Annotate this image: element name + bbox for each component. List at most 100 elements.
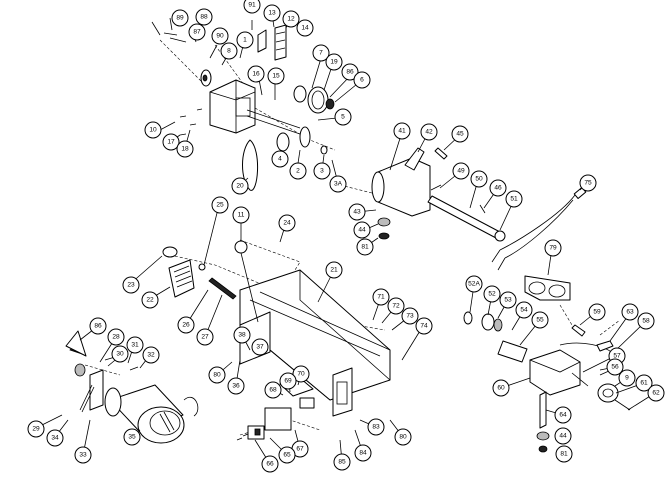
svg-text:2: 2 [296, 168, 300, 175]
label-26: 26 [177, 316, 195, 334]
label-58: 58 [637, 312, 655, 330]
svg-text:6: 6 [360, 77, 364, 84]
svg-text:23: 23 [127, 282, 135, 289]
label-35: 35 [123, 428, 141, 446]
banjo-spindle [463, 311, 528, 363]
svg-text:35: 35 [128, 434, 136, 441]
svg-text:25: 25 [216, 202, 224, 209]
svg-text:74: 74 [420, 323, 428, 330]
svg-text:58: 58 [642, 318, 650, 325]
label-24: 24 [278, 214, 296, 232]
svg-text:87: 87 [193, 29, 201, 36]
svg-text:65: 65 [283, 452, 291, 459]
svg-text:15: 15 [272, 73, 280, 80]
svg-text:7: 7 [319, 50, 323, 57]
svg-text:81: 81 [560, 451, 568, 458]
svg-text:90: 90 [216, 33, 224, 40]
label-22: 22 [141, 291, 159, 309]
label-5: 5 [334, 108, 352, 126]
svg-text:30: 30 [116, 351, 124, 358]
svg-text:10: 10 [149, 127, 157, 134]
label-13: 13 [263, 4, 281, 22]
label-3: 3 [313, 162, 331, 180]
svg-text:33: 33 [79, 452, 87, 459]
svg-text:12: 12 [287, 16, 295, 23]
svg-text:27: 27 [201, 334, 209, 341]
label-85: 85 [333, 453, 351, 471]
svg-text:1: 1 [243, 37, 247, 44]
svg-text:56: 56 [611, 364, 619, 371]
label-10: 10 [144, 121, 162, 139]
label-25: 25 [211, 196, 229, 214]
svg-text:19: 19 [330, 59, 338, 66]
label-62: 62 [647, 384, 665, 402]
label-64: 64 [554, 406, 572, 424]
label-70: 70 [292, 365, 310, 383]
svg-text:50: 50 [475, 176, 483, 183]
svg-text:64: 64 [559, 412, 567, 419]
svg-text:80: 80 [213, 372, 221, 379]
label-84: 84 [354, 444, 372, 462]
label-52a: 52A [465, 275, 483, 293]
label-65: 65 [278, 446, 296, 464]
label-28: 28 [107, 328, 125, 346]
label-56: 56 [606, 358, 624, 376]
svg-text:85: 85 [338, 459, 346, 466]
label-36: 36 [227, 377, 245, 395]
switch-assembly [236, 377, 315, 441]
svg-text:14: 14 [301, 25, 309, 32]
label-23: 23 [122, 276, 140, 294]
svg-text:51: 51 [510, 196, 518, 203]
svg-text:52: 52 [488, 291, 496, 298]
svg-text:24: 24 [283, 220, 291, 227]
motor-assembly [65, 330, 199, 444]
label-11: 11 [232, 206, 250, 224]
svg-text:43: 43 [353, 209, 361, 216]
label-29: 29 [27, 420, 45, 438]
svg-text:28: 28 [112, 334, 120, 341]
label-32: 32 [142, 346, 160, 364]
label-44-top: 44 [353, 221, 371, 239]
svg-text:32: 32 [147, 352, 155, 359]
svg-text:3A: 3A [334, 181, 343, 188]
svg-text:46: 46 [494, 185, 502, 192]
label-74: 74 [415, 317, 433, 335]
label-71: 71 [372, 288, 390, 306]
svg-text:18: 18 [181, 146, 189, 153]
svg-text:53: 53 [504, 297, 512, 304]
label-81-bottom: 81 [555, 445, 573, 463]
label-1: 1 [236, 31, 254, 49]
label-6: 6 [353, 71, 371, 89]
svg-text:72: 72 [392, 303, 400, 310]
label-34: 34 [46, 429, 64, 447]
label-42: 42 [420, 123, 438, 141]
svg-text:44: 44 [358, 227, 366, 234]
label-44-bottom: 44 [554, 427, 572, 445]
power-cord [491, 186, 587, 271]
label-91: 91 [243, 0, 261, 14]
label-53: 53 [499, 291, 517, 309]
label-31: 31 [126, 336, 144, 354]
label-59: 59 [588, 303, 606, 321]
label-17: 17 [162, 133, 180, 151]
label-75: 75 [579, 174, 597, 192]
label-83: 83 [367, 418, 385, 436]
svg-text:52A: 52A [468, 281, 480, 288]
label-86-top: 86 [341, 63, 359, 81]
label-43: 43 [348, 203, 366, 221]
label-27: 27 [196, 328, 214, 346]
svg-text:34: 34 [51, 435, 59, 442]
svg-text:9: 9 [625, 375, 629, 382]
label-21: 21 [325, 261, 343, 279]
label-49: 49 [452, 162, 470, 180]
svg-text:84: 84 [359, 450, 367, 457]
label-18: 18 [176, 140, 194, 158]
svg-text:31: 31 [131, 342, 139, 349]
label-4: 4 [271, 150, 289, 168]
svg-text:22: 22 [146, 297, 154, 304]
label-12: 12 [282, 10, 300, 28]
svg-text:26: 26 [182, 322, 190, 329]
svg-text:63: 63 [626, 309, 634, 316]
svg-text:88: 88 [200, 14, 208, 21]
